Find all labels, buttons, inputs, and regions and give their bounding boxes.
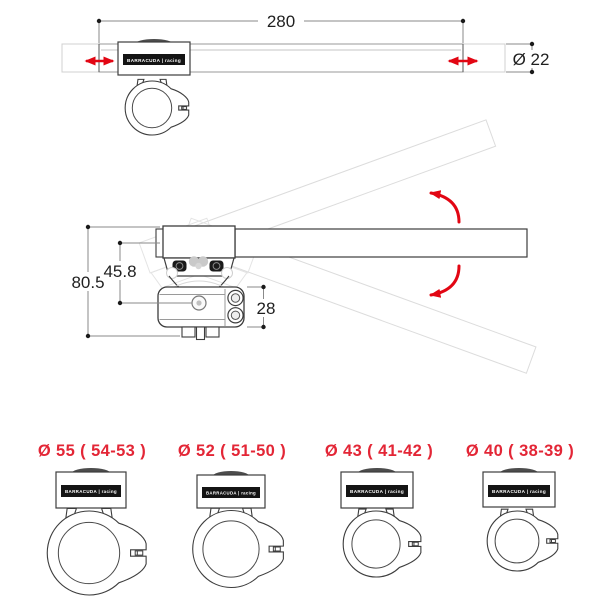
clamp-height-text: 28	[257, 299, 276, 318]
side-view: 80.5 45.8 28	[68, 119, 537, 374]
brand-text: BARRACUDA | racing	[492, 489, 546, 495]
overall-height-text: 80.5	[71, 273, 104, 292]
brand-text: BARRACUDA | racing	[206, 491, 256, 497]
bottom-tab-right	[205, 326, 220, 338]
brand-text: BARRACUDA | racing	[65, 489, 117, 495]
dimension-diameter-22: Ø 22	[506, 41, 552, 75]
pinch-bolt-right	[209, 260, 224, 272]
clamp-size-label: Ø 43 ( 41-42 )	[325, 442, 433, 460]
dimension-28: 28	[247, 284, 280, 330]
tube-ghost-left-end	[61, 43, 100, 73]
bar-housing	[162, 225, 236, 259]
front-view: BARRACUDA | racing 280 Ø 22	[61, 11, 552, 135]
clamp-size-label: Ø 40 ( 38-39 )	[466, 442, 574, 460]
length-dimension-text: 280	[267, 12, 295, 31]
clamp-variant-43: Ø 43 ( 41-42 ) BARRACUDA | racing	[325, 442, 433, 577]
clamp-variant-52: Ø 52 ( 51-50 ) BARRACUDA | racing	[178, 442, 286, 588]
front-clamp-ring	[125, 79, 189, 135]
riser-height-text: 45.8	[103, 262, 136, 281]
diameter-dimension-text: Ø 22	[513, 50, 550, 69]
brand-text: BARRACUDA | racing	[127, 58, 181, 64]
rotate-arrow-up	[429, 190, 461, 224]
dimension-45-8: 45.8	[100, 240, 192, 306]
dimension-280: 280	[96, 11, 466, 43]
clamp-variants-row: Ø 55 ( 54-53 ) BARRACUDA | racing Ø 52 (…	[38, 442, 574, 595]
clamp-ring-55	[47, 508, 146, 595]
brand-text: BARRACUDA | racing	[350, 489, 404, 495]
clamp-variant-55: Ø 55 ( 54-53 ) BARRACUDA | racing	[38, 442, 146, 595]
bottom-tab-left	[181, 326, 196, 338]
clamp-ring-40	[487, 509, 558, 571]
tube-ghost-right-end	[462, 43, 506, 73]
clamp-size-label: Ø 55 ( 54-53 )	[38, 442, 146, 460]
side-tube	[234, 228, 528, 258]
dimension-80-5: 80.5	[68, 224, 180, 339]
clamp-variant-40: Ø 40 ( 38-39 ) BARRACUDA | racing	[466, 442, 574, 571]
clamp-ring-43	[343, 509, 421, 577]
clamp-ring-52	[193, 508, 284, 587]
rotate-arrow-down	[429, 264, 461, 298]
bottom-post	[195, 326, 206, 341]
clamp-size-label: Ø 52 ( 51-50 )	[178, 442, 286, 460]
brand-bar	[123, 54, 185, 65]
